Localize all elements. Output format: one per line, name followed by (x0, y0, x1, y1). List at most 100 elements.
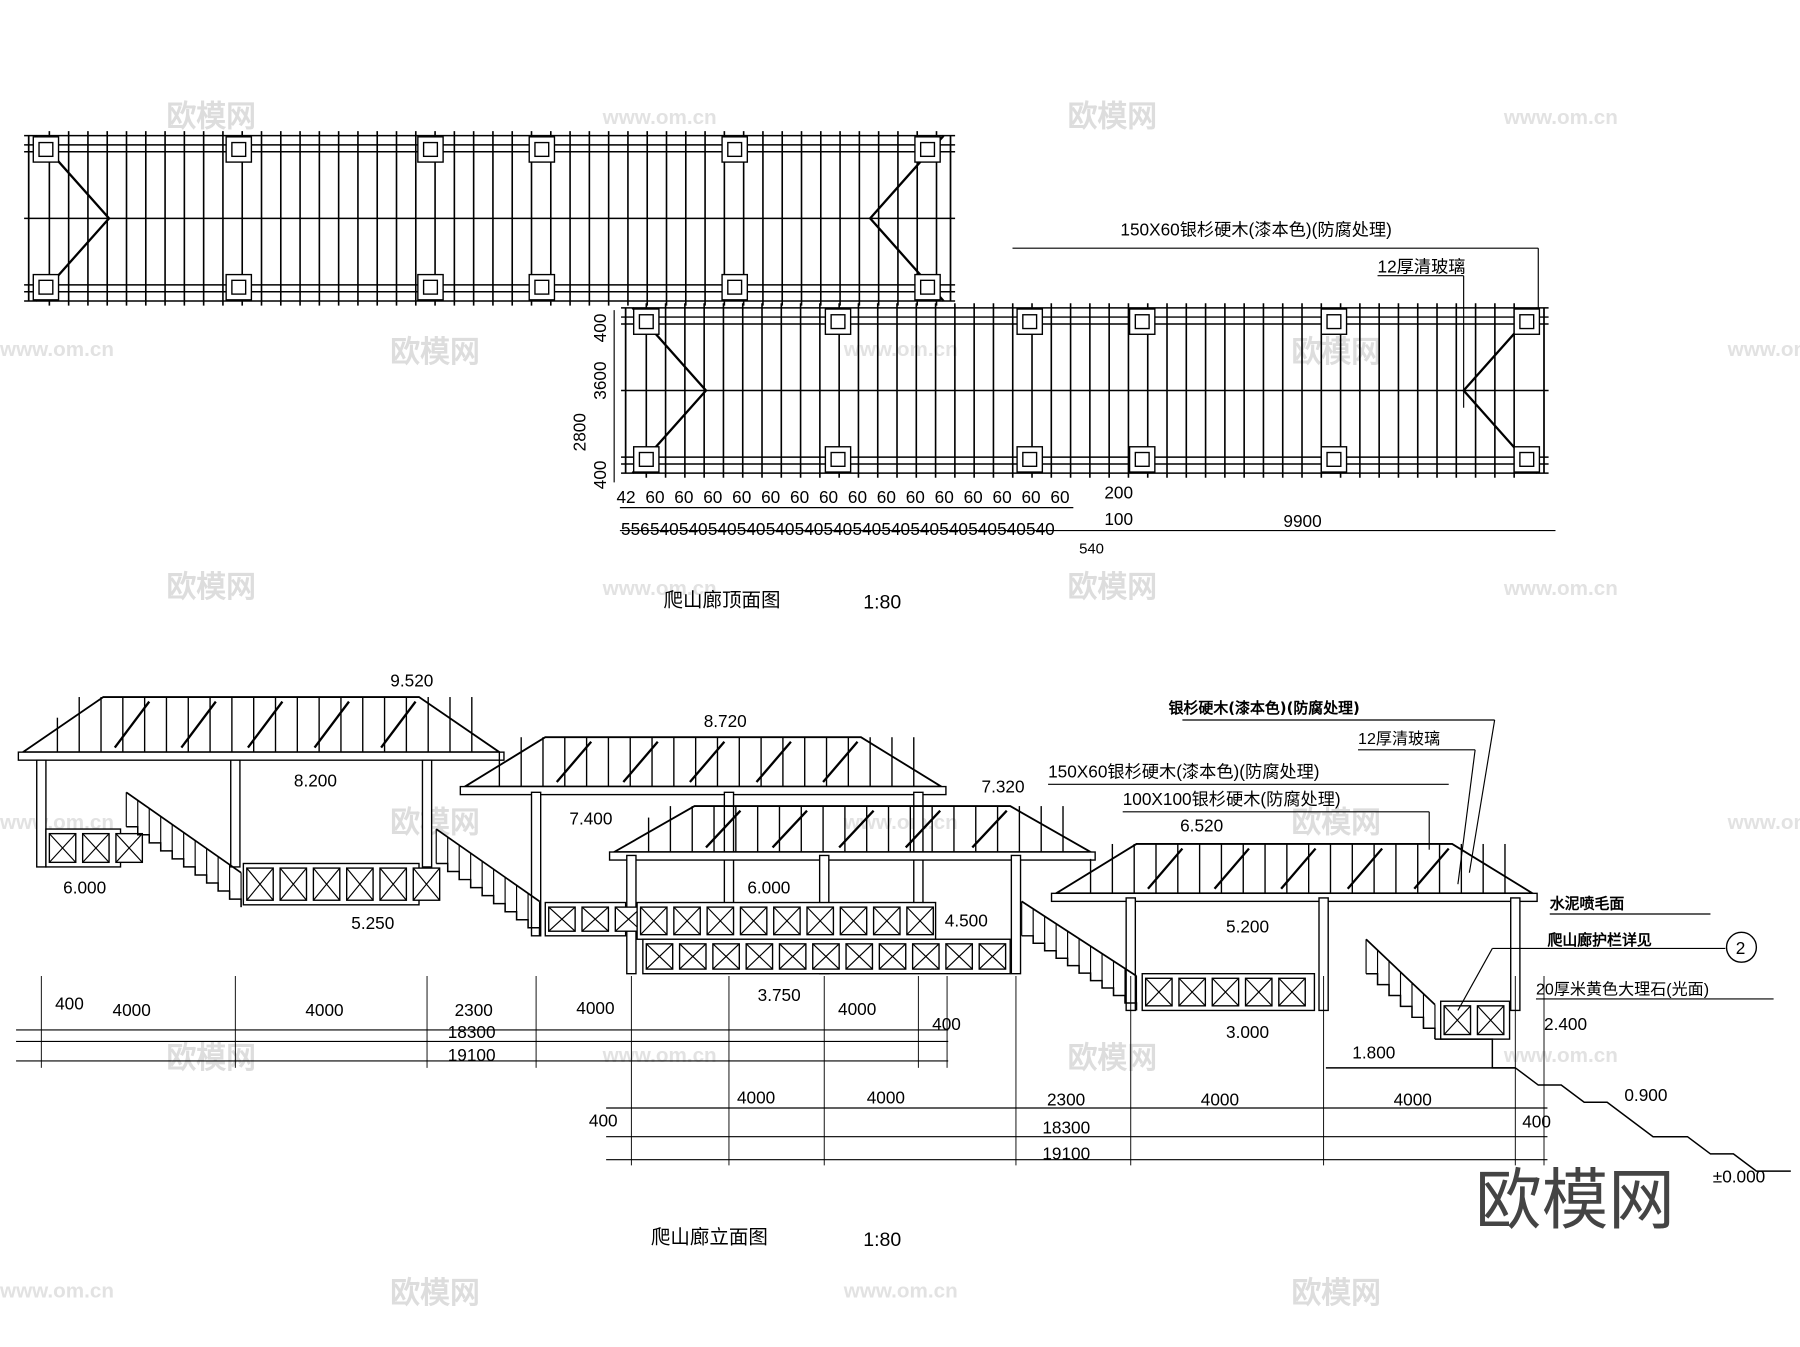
note: 爬山廊护栏详见 (1546, 931, 1651, 949)
dim: 540 (766, 519, 795, 539)
dim: 540 (997, 519, 1026, 539)
column-core (1134, 314, 1150, 330)
level: 4.500 (945, 911, 988, 931)
panel-x (740, 906, 768, 936)
panel-x (48, 833, 77, 863)
panel-x (1145, 977, 1173, 1007)
column-core (727, 279, 743, 295)
panel-x (640, 906, 668, 936)
watermark-url: www.om.cn (843, 338, 958, 361)
panel-x (1278, 977, 1306, 1007)
panel-x (806, 906, 834, 936)
note: 水泥喷毛面 (1550, 894, 1625, 912)
plan-note-timber: 150X60银杉硬木(漆本色)(防腐处理) (1120, 220, 1391, 240)
steps (126, 826, 242, 908)
panel-x (1211, 977, 1240, 1007)
dim: 4000 (1394, 1090, 1432, 1110)
watermarks: 欧模网欧模网欧模网欧模网欧模网欧模网欧模网欧模网欧模网欧模网欧模网欧模网www.… (0, 99, 1800, 1311)
railing-panels (1141, 973, 1316, 1012)
column-core (534, 279, 550, 295)
watermark-url: www.om.cn (1503, 1044, 1618, 1067)
dim: 400 (1522, 1112, 1551, 1132)
watermark-url: www.om.cn (0, 811, 114, 834)
watermark-url: www.om.cn (602, 106, 717, 129)
panel-x (412, 867, 441, 901)
level: 6.000 (63, 877, 106, 897)
level: 0.900 (1624, 1085, 1667, 1105)
glass-hatch (904, 809, 942, 849)
glass-hatch (838, 809, 875, 849)
column (230, 759, 241, 868)
watermark-brand: 欧模网 (166, 570, 255, 605)
dim: 60 (1050, 487, 1069, 507)
watermark-url: www.om.cn (843, 811, 958, 834)
dim: 2800 (569, 413, 589, 451)
glass-hatch (971, 809, 1008, 849)
dim: 60 (964, 487, 983, 507)
watermark-brand: 欧模网 (1068, 99, 1157, 134)
dim: 18300 (448, 1022, 496, 1042)
panel-x (1178, 977, 1206, 1007)
watermark-url: www.om.cn (1727, 811, 1800, 834)
level: ±0.000 (1713, 1167, 1765, 1187)
dim: 4000 (737, 1087, 775, 1107)
dim: 60 (993, 487, 1012, 507)
column-core (1022, 314, 1038, 330)
panel-x (279, 867, 307, 901)
column-core (422, 141, 439, 158)
panel-x (878, 943, 907, 970)
dim: 540 (795, 519, 824, 539)
roof-top (17, 696, 505, 761)
watermark-brand: 欧模网 (390, 1276, 479, 1311)
elevation-title: 爬山廊立面图 (651, 1225, 768, 1248)
level: 8.720 (704, 711, 747, 731)
dim: 4000 (838, 999, 876, 1019)
watermark-brand: 欧模网 (1291, 335, 1380, 370)
watermark-url: www.om.cn (1503, 106, 1618, 129)
detail-ref-circle (1725, 931, 1758, 963)
column (1128, 446, 1156, 473)
glass-hatch (622, 741, 659, 783)
dim: 400 (590, 314, 610, 343)
dim: 540 (824, 519, 853, 539)
column-core (1519, 451, 1535, 467)
column (36, 759, 47, 868)
stair-railing (1021, 900, 1138, 1011)
glass-hatch (822, 741, 859, 783)
dim: 540 (1079, 541, 1104, 558)
glass-hatch (1413, 847, 1450, 890)
dim: 19100 (448, 1045, 496, 1065)
dim: 200 (1104, 482, 1133, 502)
column (914, 273, 941, 301)
level: 8.200 (294, 771, 337, 791)
panel-x (906, 906, 934, 936)
column-core (1022, 451, 1038, 467)
plan-note-glass: 12厚清玻璃 (1378, 256, 1466, 276)
level: 2.400 (1544, 1014, 1587, 1034)
railing-panels (242, 862, 441, 906)
column (721, 273, 749, 301)
railing-panels (45, 828, 144, 868)
glass-hatch (313, 700, 350, 749)
column-core (1519, 314, 1535, 330)
panel-x (773, 906, 801, 936)
dim: 400 (932, 1014, 961, 1034)
dim: 400 (55, 993, 84, 1013)
column (421, 759, 433, 868)
panel-x (679, 943, 707, 970)
dim: 60 (877, 487, 896, 507)
dim: 540 (881, 519, 910, 539)
watermark-brand: 欧模网 (166, 1041, 255, 1076)
panel-x (812, 943, 840, 970)
plan-dim-lines (613, 247, 1556, 532)
level: 3.000 (1226, 1022, 1269, 1042)
panel-x (645, 943, 674, 970)
panel-x (779, 943, 807, 970)
column-core (1326, 451, 1342, 467)
eave-beam (17, 751, 505, 761)
level: 1.800 (1352, 1043, 1395, 1063)
watermark-url: www.om.cn (843, 1279, 958, 1302)
level: 7.400 (569, 808, 612, 828)
